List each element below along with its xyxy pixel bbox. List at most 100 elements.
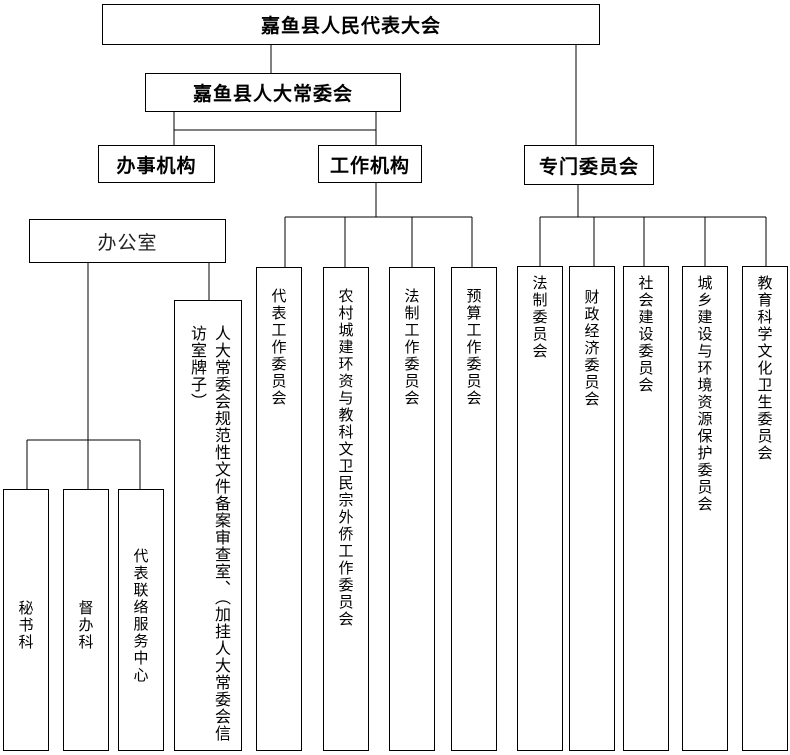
label-char: 政: [584, 305, 600, 323]
working-branch-box: 工作机构: [318, 145, 422, 183]
label-char: 员: [757, 427, 773, 445]
special-committees-branch-box: 专门委员会: [524, 145, 654, 185]
label-char: 会: [638, 376, 654, 394]
special-committee-label: 社会建设委员会: [624, 275, 668, 394]
label-char: 员: [532, 325, 548, 343]
label-char: 委: [338, 576, 354, 594]
working-body-label: 代表工作委员会: [257, 288, 301, 407]
office-unit-label: 代表联络服务中心: [119, 548, 163, 684]
label-char: 委: [466, 355, 482, 373]
label-char: 联: [133, 581, 149, 599]
label-char: 学: [757, 325, 773, 343]
label-char: 办: [78, 616, 94, 634]
label-char: 设: [697, 325, 713, 343]
administrative-branch-box: 办事机构: [98, 145, 215, 183]
office-box: 办公室: [29, 219, 226, 263]
label-char: 作: [466, 338, 482, 356]
label-char: 员: [271, 372, 287, 390]
label-char: 社: [638, 274, 654, 292]
label-char: 会: [271, 389, 287, 407]
label-char: 环: [697, 359, 713, 377]
label-char: 农: [338, 287, 354, 305]
label-char: 与: [697, 342, 713, 360]
label-char: 服: [133, 615, 149, 633]
label-char: 侨: [338, 525, 354, 543]
label-char: 委: [532, 308, 548, 326]
label-char: 卫: [757, 376, 773, 394]
label-char: 化: [757, 359, 773, 377]
label-char: 科: [18, 633, 34, 651]
label-char: 会: [638, 291, 654, 309]
label-char: 委: [271, 355, 287, 373]
working-body-box: 预算工作委员会: [451, 267, 497, 751]
label-char: 员: [584, 373, 600, 391]
label-char: 员: [697, 478, 713, 496]
special-committee-box: 社会建设委员会: [623, 266, 669, 751]
label-char: 委: [404, 355, 420, 373]
office-unit-box: 督办科: [63, 489, 109, 751]
label-char: 委: [638, 342, 654, 360]
working-body-label: 预算工作委员会: [452, 288, 496, 407]
label-char: 务: [133, 632, 149, 650]
office-unit-box: 代表联络服务中心: [118, 489, 164, 751]
label-char: 民: [338, 474, 354, 492]
working-body-box: 代表工作委员会: [256, 267, 302, 751]
special-committee-label: 教育科学文化卫生委员会: [743, 275, 787, 462]
label-char: 书: [18, 616, 34, 634]
label-char: 代: [133, 547, 149, 565]
label-char: 育: [757, 291, 773, 309]
administrative-branch-label: 办事机构: [116, 154, 197, 177]
label-char: 会: [697, 495, 713, 513]
label-char: 文: [757, 342, 773, 360]
label-char: 教: [757, 274, 773, 292]
label-char: 城: [338, 321, 354, 339]
working-branch-label: 工作机构: [329, 154, 410, 177]
label-char: 作: [404, 338, 420, 356]
label-char: 员: [466, 372, 482, 390]
label-char: 保: [697, 427, 713, 445]
label-char: 济: [584, 339, 600, 357]
label-char: 作: [271, 338, 287, 356]
label-char: 会: [338, 610, 354, 628]
label-char: 法: [532, 274, 548, 292]
special-committee-label: 财政经济委员会: [570, 289, 614, 408]
label-char: 委: [697, 461, 713, 479]
label-char: 委: [757, 410, 773, 428]
label-char: 表: [271, 304, 287, 322]
label-char: 文: [338, 440, 354, 458]
special-committee-box: 城乡建设与环境资源保护委员会: [682, 266, 728, 751]
label-char: 工: [404, 321, 420, 339]
label-char: 外: [338, 508, 354, 526]
standing-committee-label: 嘉鱼县人大常委会: [192, 83, 353, 105]
working-body-box: 农村城建环资与教科文卫民宗外侨工作委员会: [323, 267, 369, 751]
label-char: 护: [697, 444, 713, 462]
label-char: 村: [338, 304, 354, 322]
label-char: 科: [338, 423, 354, 441]
label-char: 表: [133, 564, 149, 582]
label-char: 建: [638, 308, 654, 326]
label-char: 会: [584, 390, 600, 408]
label-char: 科: [78, 633, 94, 651]
label-char: 法: [404, 287, 420, 305]
office-unit-label: 秘书科: [4, 600, 48, 651]
label-char: 工: [271, 321, 287, 339]
label-char: 境: [697, 376, 713, 394]
label-char: 秘: [18, 599, 34, 617]
label-char: 会: [532, 342, 548, 360]
label-char: 城: [697, 274, 713, 292]
special-committee-box: 财政经济委员会: [569, 266, 615, 751]
working-body-box: 法制工作委员会: [389, 267, 435, 751]
office-unit-label: 督办科: [64, 600, 108, 651]
label-char: 科: [757, 308, 773, 326]
label-char: 工: [338, 542, 354, 560]
label-char: 制: [404, 304, 420, 322]
congress-label: 嘉鱼县人民代表大会: [260, 15, 441, 37]
special-committee-box: 教育科学文化卫生委员会: [742, 266, 788, 751]
label-char: 资: [697, 393, 713, 411]
label-char: 中: [133, 649, 149, 667]
label-char: 工: [466, 321, 482, 339]
label-char: 作: [338, 559, 354, 577]
congress-box: 嘉鱼县人民代表大会: [102, 4, 600, 45]
working-body-label: 法制工作委员会: [390, 288, 434, 407]
